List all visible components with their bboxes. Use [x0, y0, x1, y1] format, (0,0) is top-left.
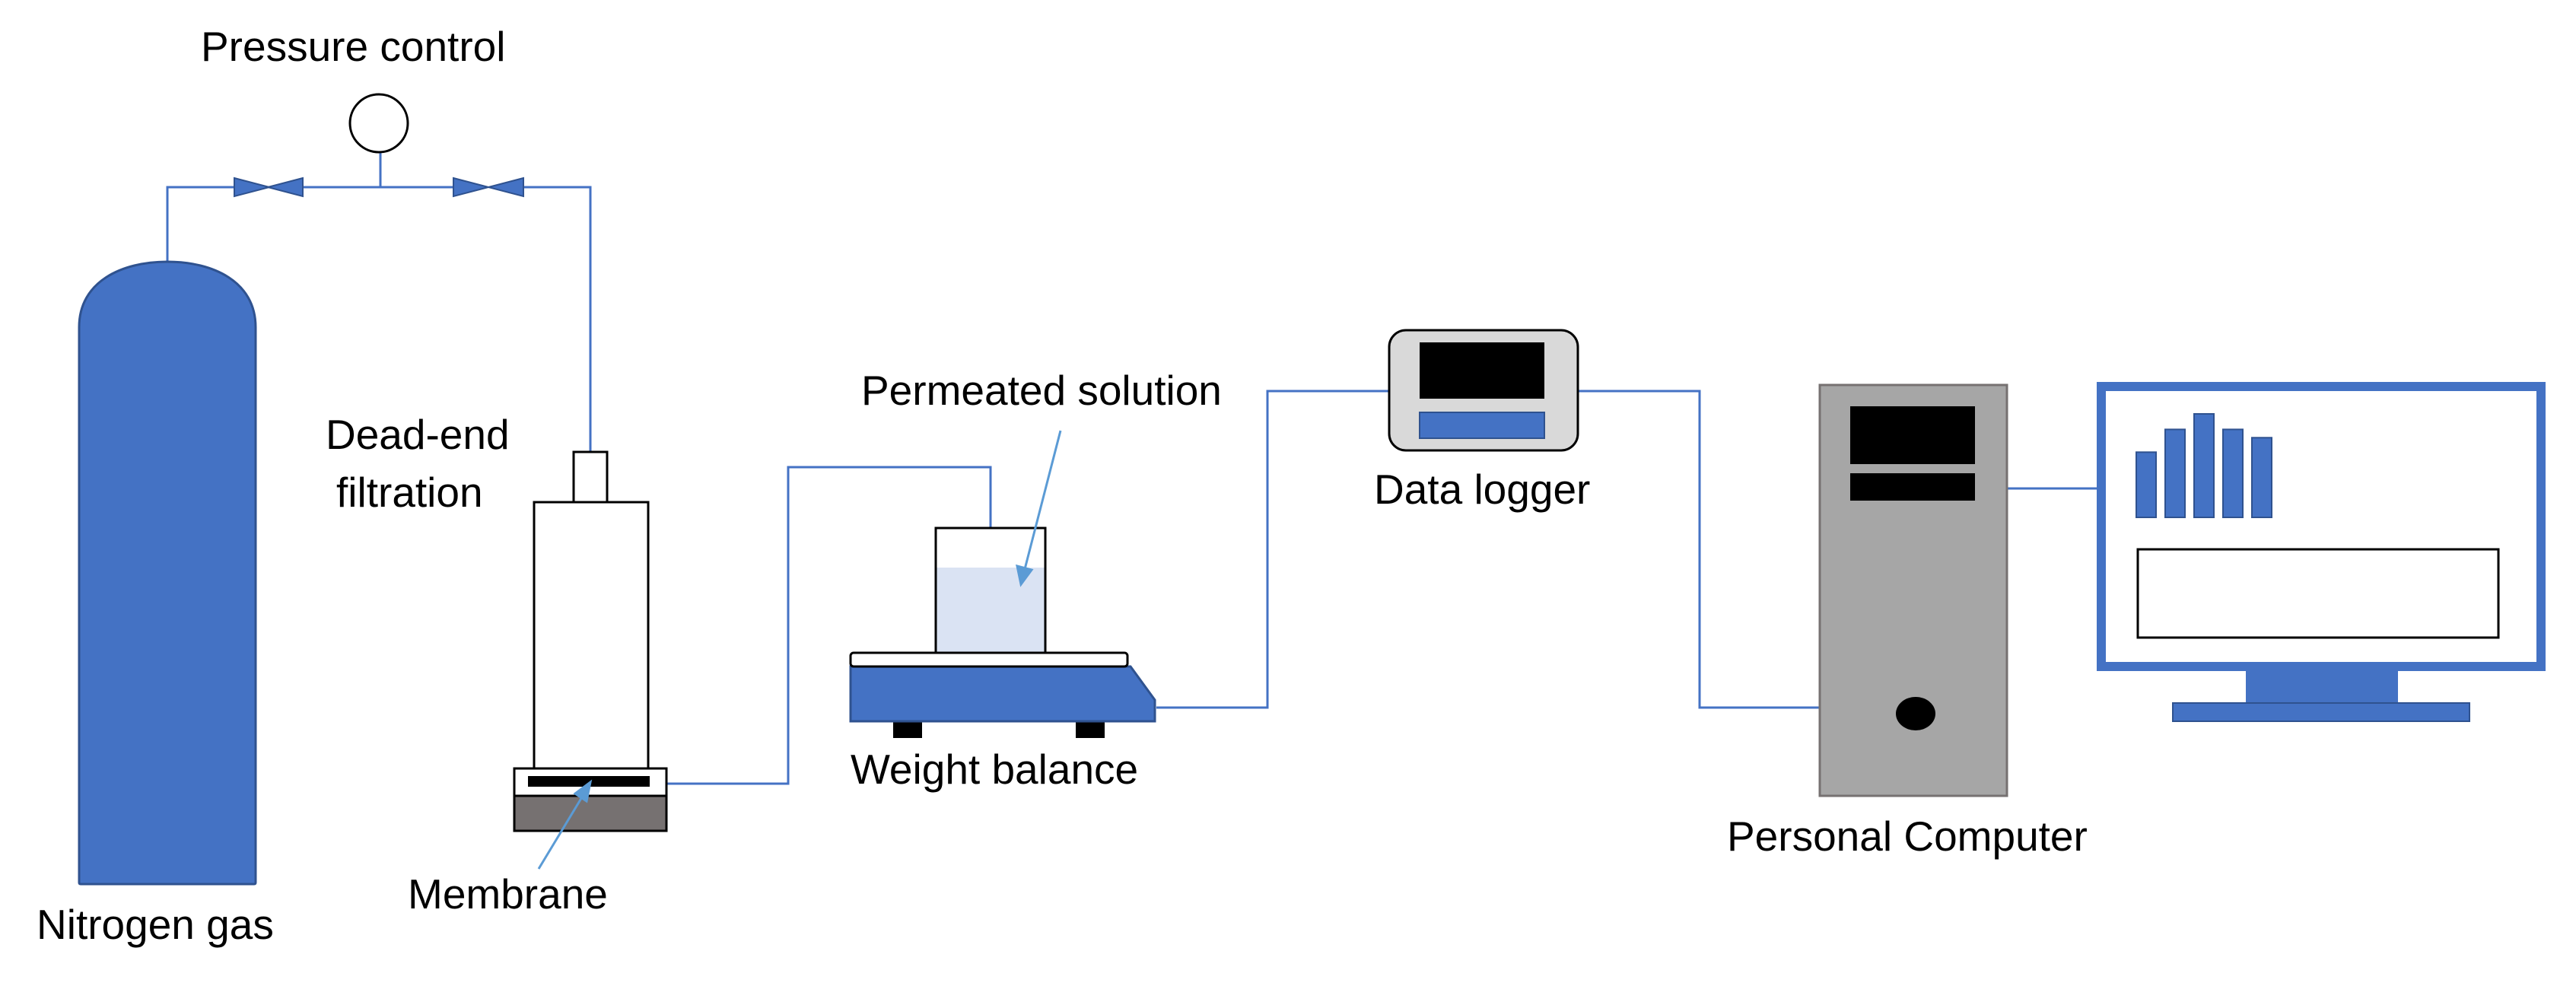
gas-cylinder-icon — [78, 260, 257, 886]
monitor-bar-chart — [2136, 413, 2272, 519]
membrane-label: Membrane — [408, 870, 608, 918]
membrane-arrow — [537, 795, 584, 870]
callout-arrows — [537, 430, 1062, 870]
monitor-bar — [2222, 428, 2244, 519]
filtration-cell-icon — [513, 450, 668, 832]
monitor-icon — [2097, 382, 2546, 722]
balance-logger-cable — [1156, 390, 1389, 709]
logger-pc-cable — [1578, 390, 1820, 709]
weight-balance-icon — [849, 651, 1156, 738]
valve-icon — [453, 177, 524, 198]
dead-end-filtration-label-line2: filtration — [336, 469, 483, 516]
nitrogen-gas-label: Nitrogen gas — [37, 901, 274, 948]
pressure-control-label: Pressure control — [201, 23, 505, 70]
connection-lines — [166, 152, 2101, 785]
beaker-icon — [934, 526, 1047, 654]
monitor-bar — [2193, 413, 2215, 518]
monitor-bar — [2251, 437, 2272, 519]
weight-balance-label: Weight balance — [851, 746, 1138, 793]
permeated-solution-label: Permeated solution — [861, 367, 1222, 414]
pc-tower-icon — [1818, 383, 2008, 797]
monitor-bar — [2136, 451, 2157, 519]
dead-end-filtration-label-line1: Dead-end — [326, 411, 510, 458]
valve-icon — [234, 177, 304, 198]
data-logger-label: Data logger — [1374, 466, 1590, 513]
permeate-line — [666, 466, 992, 785]
gas-line-cylinder — [166, 186, 263, 265]
data-logger-icon — [1388, 329, 1579, 452]
permeated-solution-arrow — [1023, 430, 1062, 570]
gas-line-to-cell — [523, 186, 592, 452]
monitor-bar — [2164, 428, 2186, 519]
pressure-gauge-icon — [348, 93, 409, 154]
membrane-arrowhead — [573, 779, 593, 803]
permeated-solution-arrowhead — [1016, 564, 1034, 587]
personal-computer-label: Personal Computer — [1727, 813, 2088, 860]
